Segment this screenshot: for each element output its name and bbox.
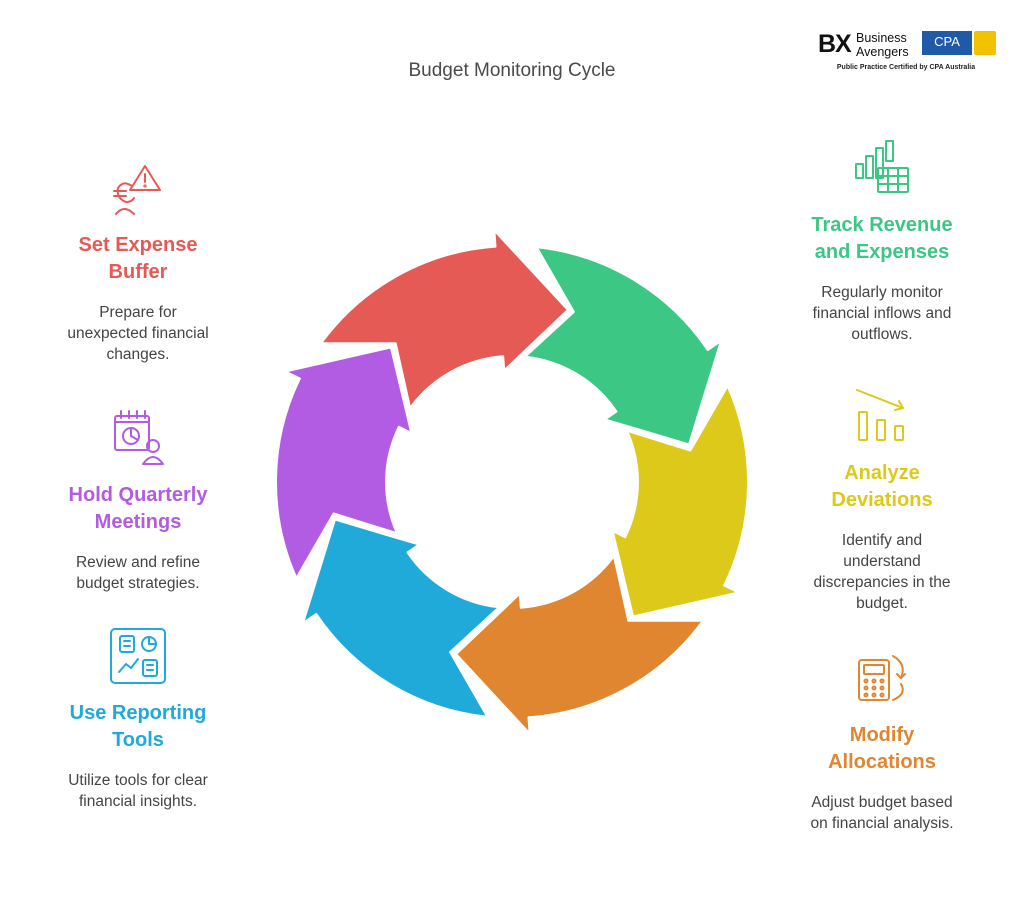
arrow-use-reporting-tools	[302, 518, 500, 718]
step-use-reporting-tools: Use Reporting Tools Utilize tools for cl…	[38, 626, 238, 812]
step-heading-line2: Buffer	[108, 261, 168, 283]
step-desc-line3: changes.	[106, 346, 170, 363]
step-heading-line2: Tools	[112, 729, 164, 751]
step-heading: Analyze Deviations	[782, 460, 982, 514]
step-heading-line2: and Expenses	[814, 241, 950, 263]
step-description: Prepare for unexpected financial changes…	[38, 302, 238, 365]
step-track-revenue: Track Revenue and Expenses Regularly mon…	[782, 138, 982, 345]
arrow-track-revenue	[524, 246, 722, 446]
step-description: Regularly monitor financial inflows and …	[782, 282, 982, 345]
step-desc-line2: unexpected financial	[67, 325, 209, 342]
arrow-set-expense-buffer	[320, 229, 569, 409]
step-desc-line1: Prepare for	[99, 304, 177, 321]
step-description: Identify and understand discrepancies in…	[782, 530, 982, 614]
arrow-modify-allocations	[455, 555, 704, 735]
logo-name: Business Avengers	[856, 31, 909, 59]
step-desc-line1: Review and refine	[75, 554, 201, 571]
step-desc-line3: outflows.	[851, 326, 913, 343]
step-desc-line2: financial inflows and	[812, 305, 952, 322]
arrow-analyze-deviations	[611, 385, 749, 618]
step-heading-line1: Use Reporting	[69, 702, 207, 724]
step-heading: Track Revenue and Expenses	[782, 212, 982, 266]
diagram-title: Budget Monitoring Cycle	[408, 60, 616, 81]
step-analyze-deviations: Analyze Deviations Identify and understa…	[782, 386, 982, 614]
step-desc-line1: Adjust budget based	[811, 794, 953, 811]
step-heading-line1: Set Expense	[78, 234, 198, 256]
crest-icon	[974, 31, 996, 55]
step-heading: Use Reporting Tools	[38, 700, 238, 754]
declining-bars-icon	[856, 389, 904, 441]
step-heading-line1: Track Revenue	[811, 214, 953, 236]
step-description: Utilize tools for clear financial insigh…	[38, 770, 238, 812]
logo-name-line2: Avengers	[856, 45, 909, 59]
logo-name-line1: Business	[856, 31, 907, 45]
step-heading: Set Expense Buffer	[38, 232, 238, 286]
chart-table-icon	[855, 140, 909, 193]
step-description: Adjust budget based on financial analysi…	[782, 792, 982, 834]
step-desc-line2: understand	[843, 553, 921, 570]
business-avengers-logo: BX Business Avengers CPA Public Practice…	[818, 28, 996, 84]
step-heading-line1: Analyze	[844, 462, 920, 484]
step-desc-line1: Regularly monitor	[821, 284, 943, 301]
step-desc-line2: budget strategies.	[76, 575, 200, 592]
step-heading-line2: Allocations	[828, 751, 936, 773]
step-desc-line2: on financial analysis.	[810, 815, 954, 832]
step-heading: Modify Allocations	[782, 722, 982, 776]
step-modify-allocations: Modify Allocations Adjust budget based o…	[782, 650, 982, 834]
step-desc-line3: discrepancies in the	[813, 574, 951, 591]
euro-warning-icon	[113, 165, 161, 215]
calendar-chart-person-icon	[114, 410, 164, 465]
step-hold-quarterly-meetings: Hold Quarterly Meetings Review and refin…	[38, 408, 238, 594]
calculator-refresh-icon	[858, 655, 906, 701]
step-heading-line2: Meetings	[94, 511, 182, 533]
cpa-badge: CPA	[922, 31, 972, 55]
step-description: Review and refine budget strategies.	[38, 552, 238, 594]
step-heading-line1: Hold Quarterly	[68, 484, 208, 506]
step-desc-line1: Utilize tools for clear	[68, 772, 208, 789]
step-set-expense-buffer: Set Expense Buffer Prepare for unexpecte…	[38, 158, 238, 365]
logo-mark: BX	[818, 30, 852, 58]
step-desc-line1: Identify and	[841, 532, 923, 549]
dashboard-icon	[110, 628, 166, 684]
step-heading-line2: Deviations	[831, 489, 933, 511]
arrow-hold-quarterly-meetings	[275, 346, 413, 579]
step-heading: Hold Quarterly Meetings	[38, 482, 238, 536]
logo-tagline: Public Practice Certified by CPA Austral…	[836, 64, 976, 71]
step-desc-line4: budget.	[856, 595, 908, 612]
step-heading-line1: Modify	[849, 724, 915, 746]
step-desc-line2: financial insights.	[78, 793, 198, 810]
